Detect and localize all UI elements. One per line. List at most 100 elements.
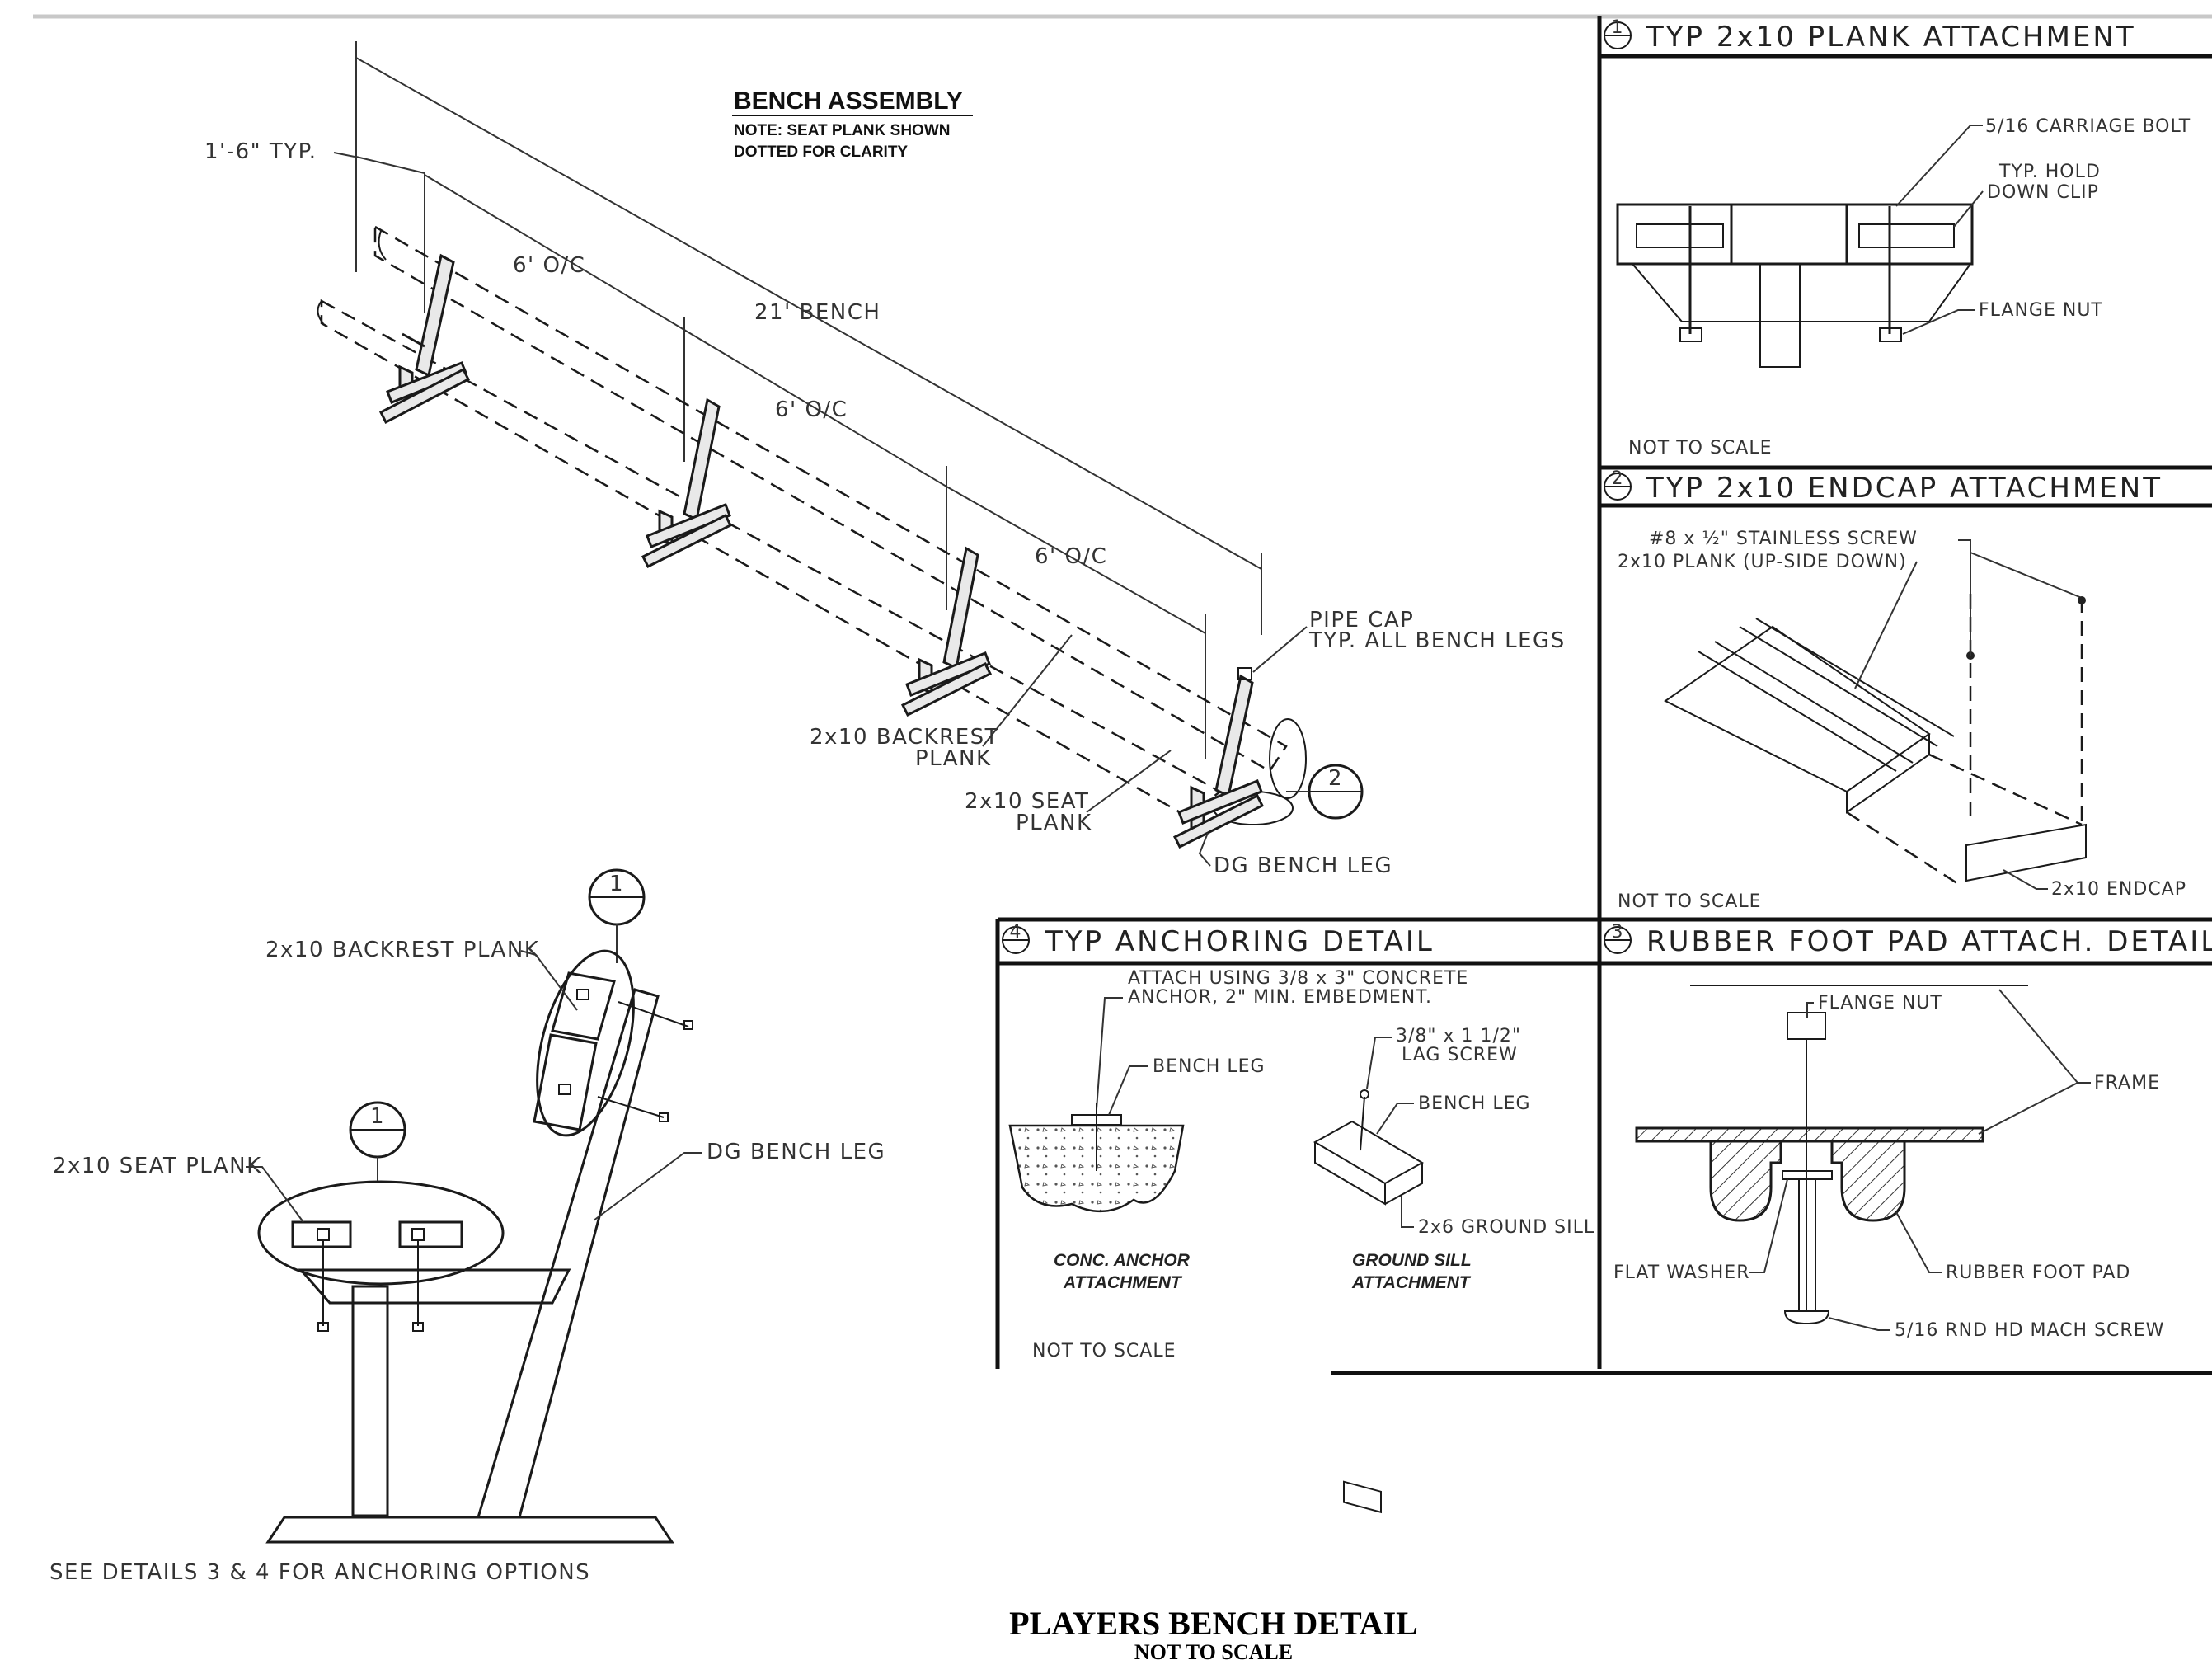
detail-3-screw-label: 5/16 RND HD MACH SCREW: [1895, 1320, 2164, 1341]
detail-1-plank: [1616, 203, 1974, 266]
backrest-plank-dotted: [373, 224, 1288, 773]
seat-plank-leader: [1086, 750, 1172, 813]
seat-detail-ellipse: [257, 1180, 505, 1286]
detail-4-attach-line1: ATTACH USING 3/8 x 3" CONCRETE: [1128, 968, 1468, 989]
detail-4-number: 4: [1010, 922, 1022, 943]
dimension-line-21ft: [355, 57, 1262, 570]
dimension-oc-3: 6' O/C: [1035, 544, 1107, 569]
anchoring-options-note: SEE DETAILS 3 & 4 FOR ANCHORING OPTIONS: [49, 1560, 590, 1585]
detail-1-post: [1759, 263, 1801, 368]
detail-4-attach-leader: [1096, 997, 1123, 1110]
detail-4-bench-leg-label-b: BENCH LEG: [1418, 1093, 1531, 1114]
detail-1-clip-label-line2: DOWN CLIP: [1987, 182, 2099, 203]
detail-4-ground-sill-leader: [1401, 1196, 1414, 1228]
dg-bench-leg-inclined: [476, 988, 660, 1519]
detail-2-screw-head-b: [2078, 596, 2086, 604]
detail-2-callout-number: 2: [1328, 766, 1343, 791]
detail-2-screw-line: [1970, 552, 2083, 599]
dimension-line-oc1: [424, 174, 685, 331]
detail-3-rubber-pad-right: [1830, 1140, 1906, 1222]
detail-2-endcap-leader: [2003, 869, 2048, 890]
dimension-line-oc2: [683, 329, 947, 487]
detail-2-channel-4: [1755, 618, 1955, 737]
detail-1-carriage-bolt-label: 5/16 CARRIAGE BOLT: [1985, 116, 2191, 137]
detail-2-channel-3: [1739, 626, 1938, 747]
detail-1-clip-label-line1: TYP. HOLD: [1998, 162, 2101, 182]
dimension-oc-1: 6' O/C: [513, 253, 585, 278]
detail-1-clip-right: [1858, 223, 1955, 248]
detail-3-flat-washer-label: FLAT WASHER: [1613, 1263, 1749, 1283]
assembly-note-line1: NOTE: SEAT PLANK SHOWN: [734, 122, 950, 139]
pipe-cap-leader: [1252, 626, 1308, 673]
bench-assembly-view: BENCH ASSEMBLY NOTE: SEAT PLANK SHOWN DO…: [204, 41, 1564, 878]
detail-1-bracket: [1632, 263, 1971, 322]
bench-leg-4: [1172, 667, 1265, 849]
detail-2-endcap-attachment: 2 TYP 2x10 ENDCAP ATTACHMENT #8 x ½" STA…: [1604, 468, 2186, 912]
backrest-nut-lower: [659, 1112, 669, 1122]
detail-4-sill-label-line2: ATTACHMENT: [1351, 1273, 1472, 1292]
detail-1-number: 1: [1612, 17, 1624, 38]
detail-1-flange-nut-leader: [1902, 309, 1975, 335]
seat-nut-left: [317, 1322, 329, 1332]
backrest-nut-upper: [683, 1020, 693, 1030]
detail-2-number: 2: [1612, 468, 1624, 489]
detail-4-ground-sill-side: [1314, 1142, 1386, 1206]
seat-channel-right: [398, 1220, 463, 1248]
backrest-plank-upper: [551, 971, 616, 1041]
detail-2-scale: NOT TO SCALE: [1618, 891, 1762, 912]
side-leg-leader: [593, 1152, 702, 1221]
seat-clip-right: [411, 1228, 425, 1241]
detail-1-callout-top-number: 1: [609, 872, 624, 896]
seat-channel-left: [291, 1220, 352, 1248]
detail-4-anchoring: 4 TYP ANCHORING DETAIL ATTACH USING 3/8 …: [1002, 922, 1594, 1514]
dimension-typ-offset: 1'-6" TYP.: [204, 139, 317, 164]
detail-4-attach-line2: ANCHOR, 2" MIN. EMBEDMENT.: [1128, 987, 1432, 1008]
detail-2-screw-leader: [1958, 539, 1971, 656]
backrest-plank-lower: [533, 1033, 598, 1131]
detail-1-scale: NOT TO SCALE: [1628, 438, 1773, 458]
detail-3-flat-washer-leader: [1749, 1178, 1788, 1273]
backrest-plank-label-line2: PLANK: [915, 746, 992, 771]
detail-1-clip-left: [1636, 223, 1724, 248]
detail-3-screw-leader: [1828, 1317, 1890, 1331]
detail-4-bench-leg-leader-b: [1376, 1103, 1414, 1135]
detail-frames: [995, 16, 2212, 1375]
detail-1-nut-left: [1679, 327, 1702, 342]
detail-4-bench-leg-leader-a: [1108, 1065, 1148, 1116]
detail-3-rubber-pad-left: [1709, 1140, 1782, 1222]
detail-2-channel-2: [1714, 641, 1914, 764]
seat-plank-label-line2: PLANK: [1016, 811, 1092, 835]
detail-3-rubber-foot-pad: 3 RUBBER FOOT PAD ATTACH. DETAIL FLANGE …: [1604, 922, 2212, 1341]
detail-1-flange-nut-label: FLANGE NUT: [1979, 300, 2103, 321]
seat-plank-end: [317, 300, 324, 324]
assembly-title: BENCH ASSEMBLY: [734, 87, 963, 115]
endcap-ellipse: [1269, 718, 1307, 799]
detail-2-endcap: [1965, 823, 2087, 882]
assembly-note-line2: DOTTED FOR CLARITY: [734, 143, 908, 161]
bench-leg-3: [900, 546, 993, 717]
dg-bench-leg-label: DG BENCH LEG: [1214, 853, 1392, 878]
detail-2-screw-label: #8 x ½" STAINLESS SCREW: [1649, 529, 1918, 549]
detail-3-flange-nut-label: FLANGE NUT: [1818, 993, 1942, 1013]
detail-1-nut-right: [1879, 327, 1902, 342]
detail-4-lag-label-line2: LAG SCREW: [1402, 1045, 1518, 1065]
backrest-plank-end: [378, 230, 387, 261]
dimension-line-typ: [355, 156, 425, 174]
pipe-cap-label-line1: PIPE CAP: [1309, 608, 1414, 632]
detail-3-rubber-pad-label: RUBBER FOOT PAD: [1946, 1263, 2130, 1283]
bench-leg-2: [641, 397, 733, 569]
backrest-bolt-lower: [558, 1084, 571, 1095]
detail-4-title: TYP ANCHORING DETAIL: [1045, 925, 1435, 958]
detail-3-frame-label: FRAME: [2094, 1073, 2160, 1093]
backrest-bolt-line-lower: [597, 1096, 665, 1118]
detail-4-bench-leg-label-a: BENCH LEG: [1153, 1056, 1266, 1077]
detail-4-ground-sill-label: 2x6 GROUND SILL: [1418, 1217, 1594, 1238]
detail-2-channel-1: [1698, 651, 1897, 772]
detail-3-number: 3: [1612, 922, 1624, 943]
backrest-bolt-upper: [576, 989, 589, 1000]
detail-1-plank-attachment: 1 TYP 2x10 PLANK ATTACHMENT 5/16 CARRIAG…: [1604, 17, 2191, 458]
sheet-title: PLAYERS BENCH DETAIL: [1009, 1605, 1418, 1642]
side-seat-leader: [246, 1166, 304, 1223]
side-dg-bench-leg-label: DG BENCH LEG: [707, 1140, 885, 1164]
